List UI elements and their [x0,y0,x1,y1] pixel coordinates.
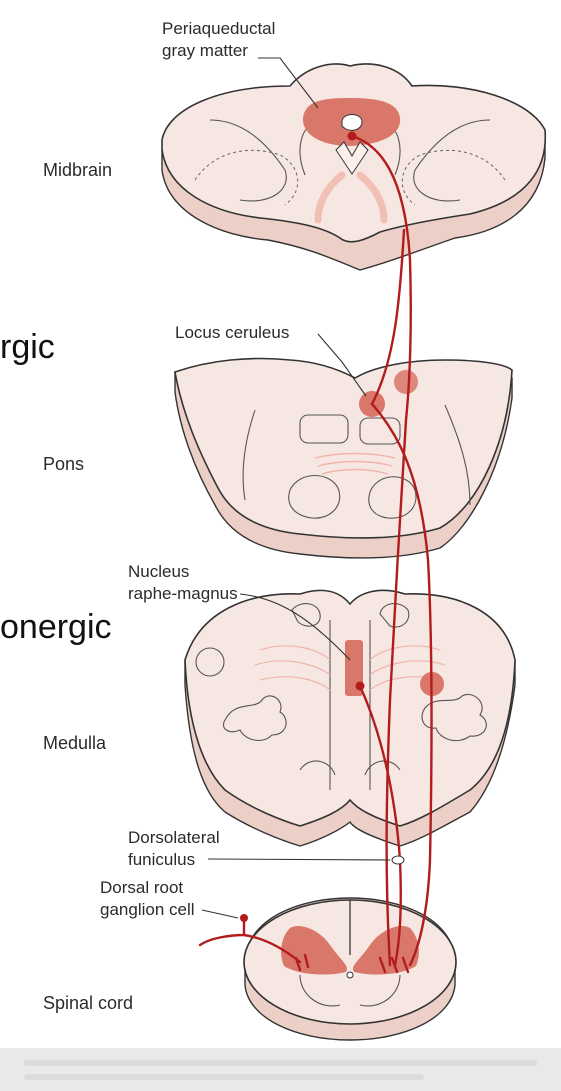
dorsolateral-label-line1: Dorsolateral [128,827,220,848]
overlay-partial-left: rgic [0,328,55,366]
pons-label: Pons [43,454,84,475]
midbrain-section [162,64,545,270]
medulla-label: Medulla [43,733,106,754]
drg-label-line1: Dorsal root [100,877,183,898]
nucleus-raphe-label-line2: raphe-magnus [128,583,238,604]
dorsolateral-label-line2: funiculus [128,849,195,870]
midbrain-label: Midbrain [43,160,112,181]
nucleus-raphe-label-line1: Nucleus [128,561,189,582]
locus-ceruleus-label: Locus ceruleus [175,322,289,343]
overlay-partial-right: onergic [0,608,112,646]
periaqueductal-label-line1: Periaqueductal [162,18,275,39]
pons-section [175,359,512,558]
periaqueductal-label-line2: gray matter [162,40,248,61]
pointer-drg [202,910,238,918]
medulla-section [185,590,515,846]
spinal-cord-label: Spinal cord [43,993,133,1014]
pointer-dorsolateral [208,859,390,860]
drg-label-line2: ganglion cell [100,899,195,920]
raphe-pons-nucleus [394,370,418,394]
